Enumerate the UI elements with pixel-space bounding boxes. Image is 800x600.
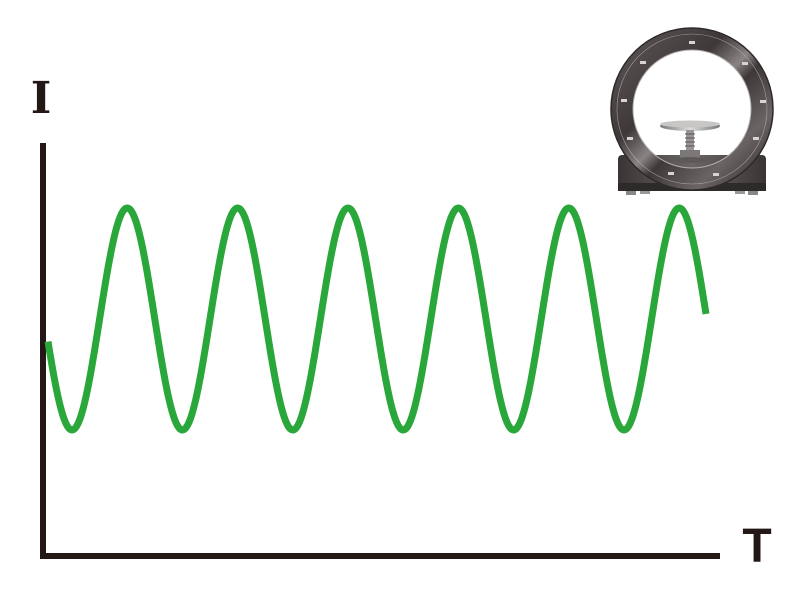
ring-coil-apparatus-illustration bbox=[610, 27, 774, 195]
y-axis-label: I bbox=[31, 73, 52, 124]
sine-curve bbox=[44, 204, 710, 434]
x-axis-label: T bbox=[742, 520, 771, 573]
